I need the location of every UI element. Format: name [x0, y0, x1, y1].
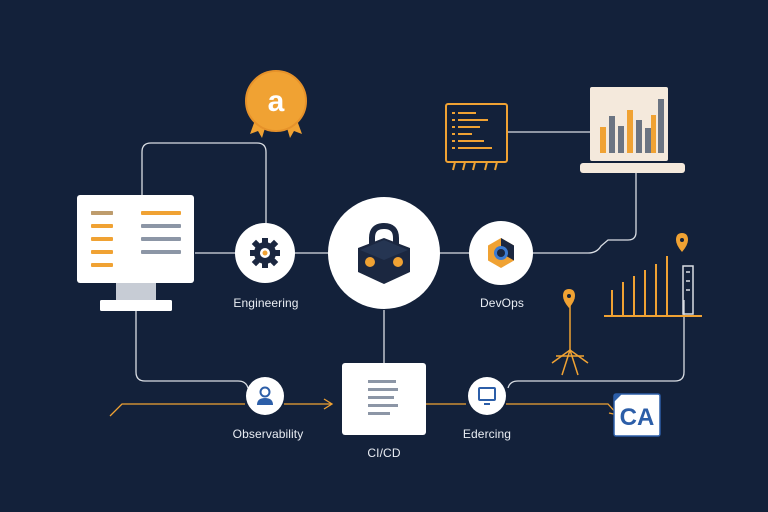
label-cicd: CI/CD: [367, 446, 401, 460]
arrow-head-1: [323, 398, 334, 410]
connector-lines: [135, 131, 685, 389]
laptop-chart-icon: [580, 87, 685, 173]
label-devops: DevOps: [480, 296, 524, 310]
engineering-node: [235, 223, 295, 283]
line-alerting-to-antenna: [507, 300, 685, 389]
award-badge-icon: [245, 70, 307, 138]
alerting-node: [468, 377, 506, 415]
hexagon-icon: [488, 238, 514, 268]
label-alerting: Edercing: [462, 427, 512, 441]
code-window-icon: [445, 103, 508, 171]
observability-node: [246, 377, 284, 415]
arrow-alerting-to-ca: [506, 403, 618, 415]
cicd-node: [342, 363, 426, 435]
lock-icon: [358, 222, 410, 284]
antenna-icon: [551, 305, 589, 376]
ca-logo-text: CA: [620, 404, 655, 431]
label-engineering: Engineering: [233, 296, 299, 310]
document-icon: [368, 380, 398, 415]
gear-icon: [250, 238, 280, 268]
line-monitor-to-observability: [135, 310, 249, 389]
security-node: [328, 197, 440, 309]
laptop-bars: [600, 99, 664, 153]
map-pin-icon: [676, 233, 688, 252]
line-devops-to-laptop: [532, 172, 637, 254]
monitor-icon: [77, 195, 194, 311]
screen-icon: [478, 387, 496, 405]
signal-chart-icon: [604, 256, 702, 317]
antenna-pin-icon: [563, 289, 575, 308]
devops-node: [469, 221, 533, 285]
line-monitor-to-badge-node: [141, 142, 267, 225]
ca-logo: [613, 393, 661, 437]
arrow-left-in: [109, 403, 245, 417]
user-icon: [257, 386, 273, 405]
badge-letter: a: [268, 85, 285, 118]
label-observability: Observability: [232, 427, 304, 441]
